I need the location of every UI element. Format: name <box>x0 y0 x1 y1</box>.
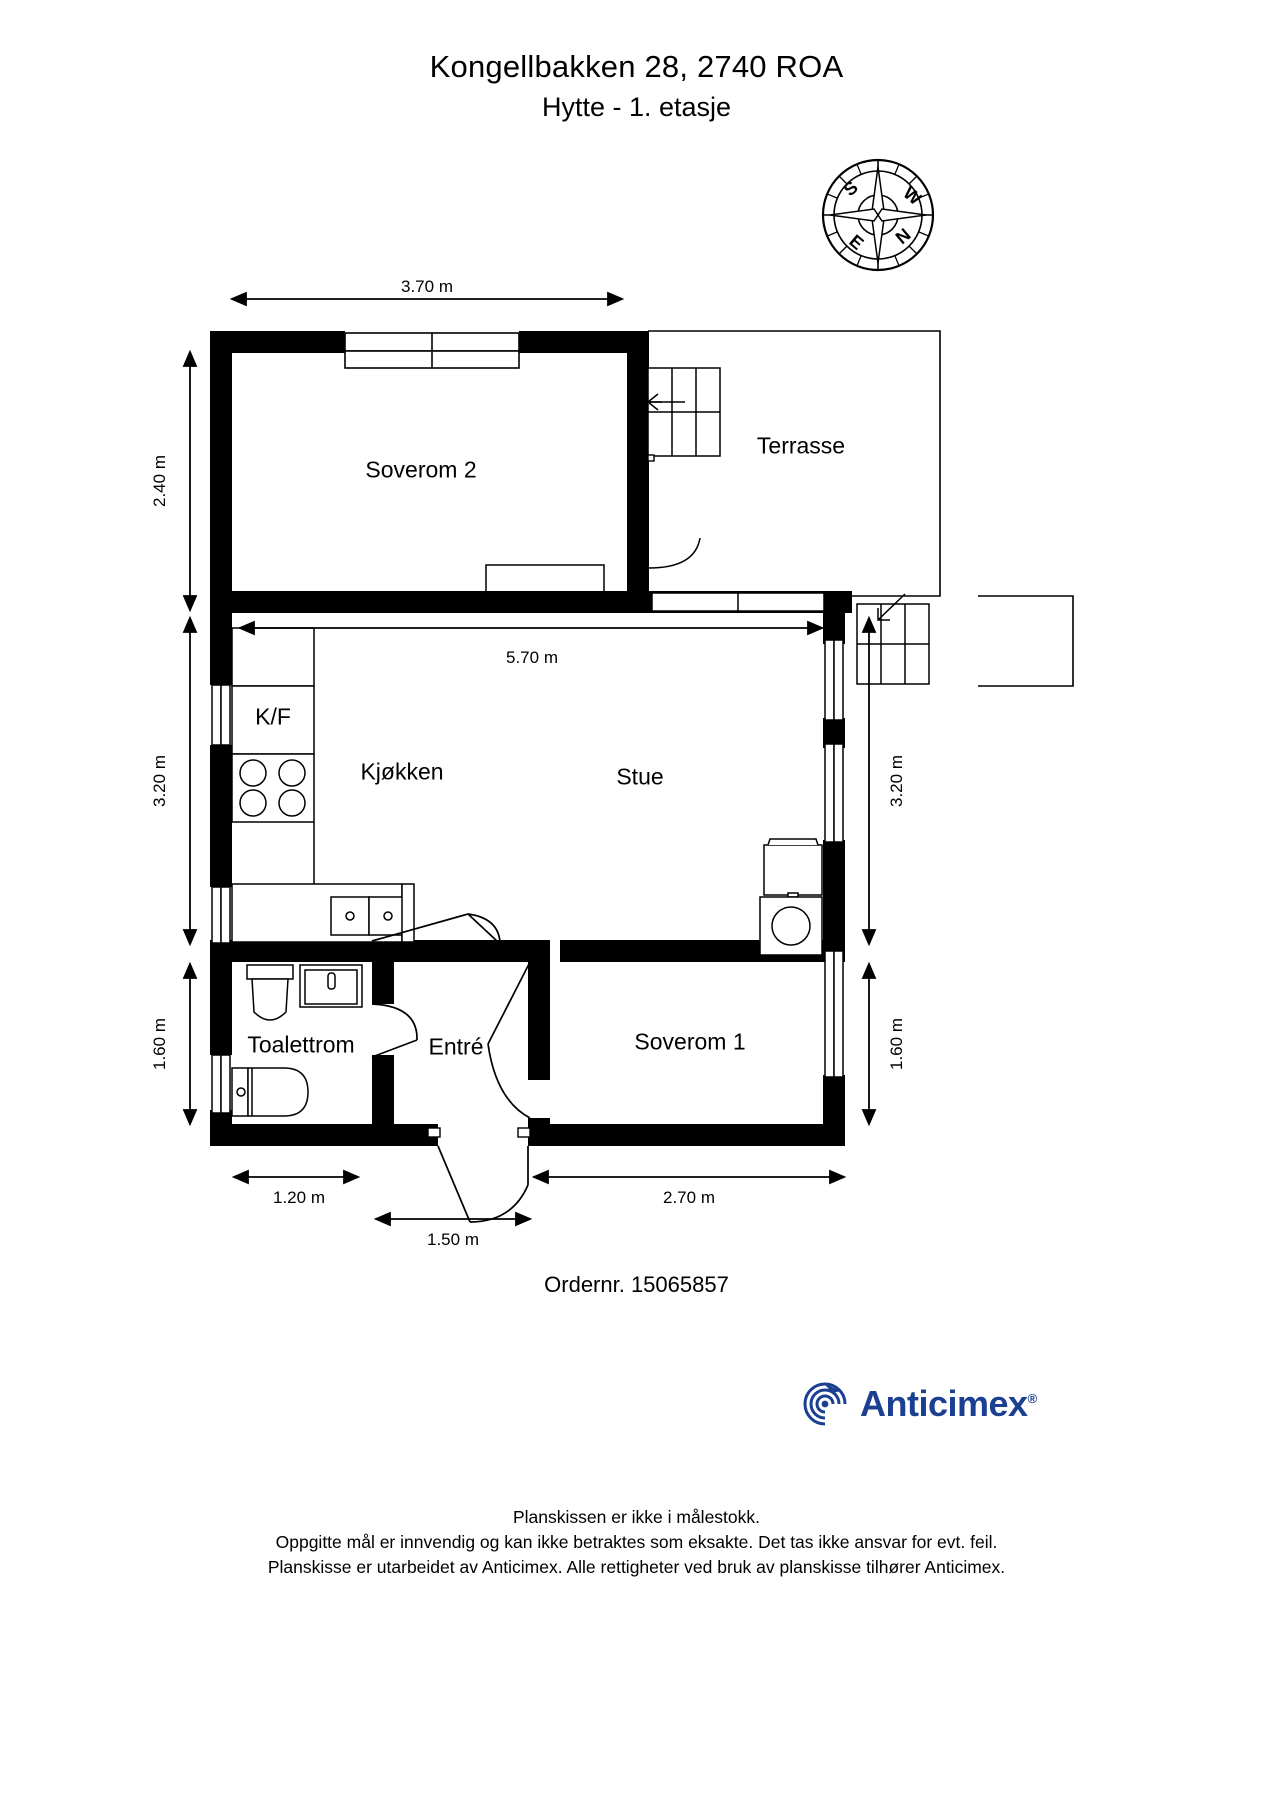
room-label-soverom2: Soverom 2 <box>365 456 477 483</box>
disclaimer-line-3: Planskisse er utarbeidet av Anticimex. A… <box>267 1557 1006 1577</box>
kitchen-counter-extend <box>401 883 415 943</box>
dimension-bottom-left: 1.20 m <box>273 1188 325 1207</box>
title-address: Kongellbakken 28, 2740 ROA <box>429 49 844 84</box>
compass-rose: S W E N <box>818 155 938 275</box>
room-label-terrasse: Terrasse <box>756 432 846 459</box>
door-stairs-top <box>647 454 655 462</box>
door-swing-terrasse <box>648 537 701 569</box>
door-swing-entrance <box>437 1145 529 1223</box>
door-swing-toalettrom <box>371 1003 418 1058</box>
disclaimer-line-2: Oppgitte mål er innvendig og kan ikke be… <box>275 1532 998 1552</box>
door-swing-kitchen-entre <box>371 913 501 943</box>
anticimex-logo: Anticimex® <box>800 1378 1060 1430</box>
dimension-right-middle: 3.20 m <box>887 755 906 807</box>
floor-plan: Soverom 2 Terrasse Kjøkken Stue Toalettr… <box>150 277 1074 1249</box>
disclaimer-line-1: Planskissen er ikke i målestokk. <box>512 1507 761 1527</box>
room-label-entre: Entré <box>428 1033 484 1060</box>
dimension-right-lower: 1.60 m <box>887 1018 906 1070</box>
stairs-direction-arrow <box>646 393 685 411</box>
washing-machine <box>759 896 823 956</box>
dimension-arrows <box>182 291 877 1227</box>
window-left-upper <box>211 684 231 746</box>
anticimex-wordmark: Anticimex® <box>860 1383 1037 1425</box>
window-stue-top <box>651 592 825 612</box>
page-title: Kongellbakken 28, 2740 ROA Hytte - 1. et… <box>0 46 1273 126</box>
window-left-bottom <box>211 1054 231 1114</box>
toilet-lower <box>231 1067 309 1117</box>
fixture-label-fridge-freezer: K/F <box>255 703 291 730</box>
stove-unit <box>231 753 315 823</box>
kitchen-counter-vertical <box>231 627 315 687</box>
stue-counter-sink <box>763 838 823 898</box>
window-right-lower <box>824 950 844 1078</box>
door-swing-soverom1 <box>487 961 531 1119</box>
anticimex-name: Anticimex <box>860 1383 1028 1424</box>
window-left-lower <box>211 886 231 944</box>
registered-mark: ® <box>1027 1391 1038 1406</box>
dimension-bottom-center: 1.50 m <box>427 1230 479 1249</box>
window-right-middle <box>824 743 844 843</box>
room-label-soverom1: Soverom 1 <box>634 1028 746 1055</box>
stairs-terrasse <box>647 367 721 457</box>
window-right-upper <box>824 639 844 721</box>
order-number: Ordernr. 15065857 <box>544 1272 729 1297</box>
room-label-stue: Stue <box>616 763 664 790</box>
stairs-right-direction-arrow <box>877 593 906 621</box>
room-label-kjokken: Kjøkken <box>360 758 444 785</box>
dimension-left-lower: 1.60 m <box>150 1018 169 1070</box>
toilet-upper <box>246 964 294 1021</box>
dimension-left-middle: 3.20 m <box>150 755 169 807</box>
stairs-right <box>856 603 930 685</box>
dimension-bottom-right: 2.70 m <box>663 1188 715 1207</box>
title-subtitle: Hytte - 1. etasje <box>541 92 732 122</box>
disclaimer: Planskissen er ikke i målestokk. Oppgitt… <box>0 1505 1273 1580</box>
floor-plan-drawing <box>182 291 1074 1227</box>
door-threshold-entrance <box>427 1127 531 1138</box>
washbasin <box>299 964 363 1008</box>
dimension-left-upper: 2.40 m <box>150 455 169 507</box>
anticimex-swirl-icon <box>803 1382 847 1426</box>
room-label-toalettrom: Toalettrom <box>247 1031 355 1058</box>
fridge-freezer-unit <box>231 685 315 755</box>
kitchen-sink <box>330 896 408 936</box>
window-soverom2 <box>344 332 520 369</box>
dimension-top-width: 3.70 m <box>401 277 453 296</box>
dimension-middle-width: 5.70 m <box>506 648 558 667</box>
